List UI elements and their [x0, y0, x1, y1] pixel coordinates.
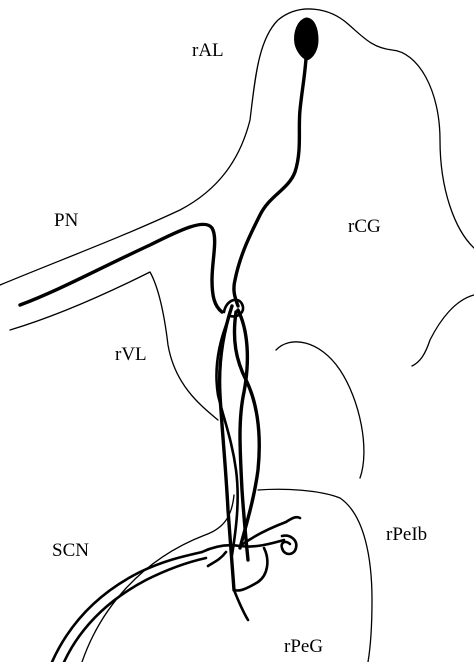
label-rvl: rVL — [115, 344, 147, 365]
label-rcg: rCG — [348, 216, 381, 237]
pn-projection — [18, 222, 224, 314]
label-scn: SCN — [52, 540, 89, 561]
region-outlines — [0, 8, 474, 662]
descending-fiber-3 — [232, 310, 261, 550]
neuron-soma — [294, 17, 319, 61]
main-axon — [232, 56, 308, 308]
label-ral: rAL — [192, 40, 224, 61]
rpeg-mound-outline — [275, 341, 365, 479]
scn-fiber-1 — [50, 550, 204, 662]
upper-region-outline — [0, 8, 474, 286]
label-pn: PN — [54, 210, 79, 231]
label-rpeib: rPeIb — [386, 524, 427, 545]
terminal-branch-6 — [206, 550, 228, 568]
region-labels: rAL PN rCG rVL SCN rPeIb rPeG — [52, 40, 427, 657]
terminal-branch-4 — [232, 546, 269, 592]
terminal-branch-2 — [238, 515, 302, 548]
terminal-branch-5 — [232, 588, 250, 622]
terminal-branch-3 — [280, 534, 298, 556]
right-inlet-outline — [411, 294, 474, 367]
pn-border-outline — [9, 271, 219, 421]
label-rpeg: rPeG — [284, 636, 323, 657]
scn-fiber-2 — [62, 556, 208, 662]
descending-fiber-4 — [215, 318, 239, 557]
neuron-fibers — [18, 56, 308, 662]
